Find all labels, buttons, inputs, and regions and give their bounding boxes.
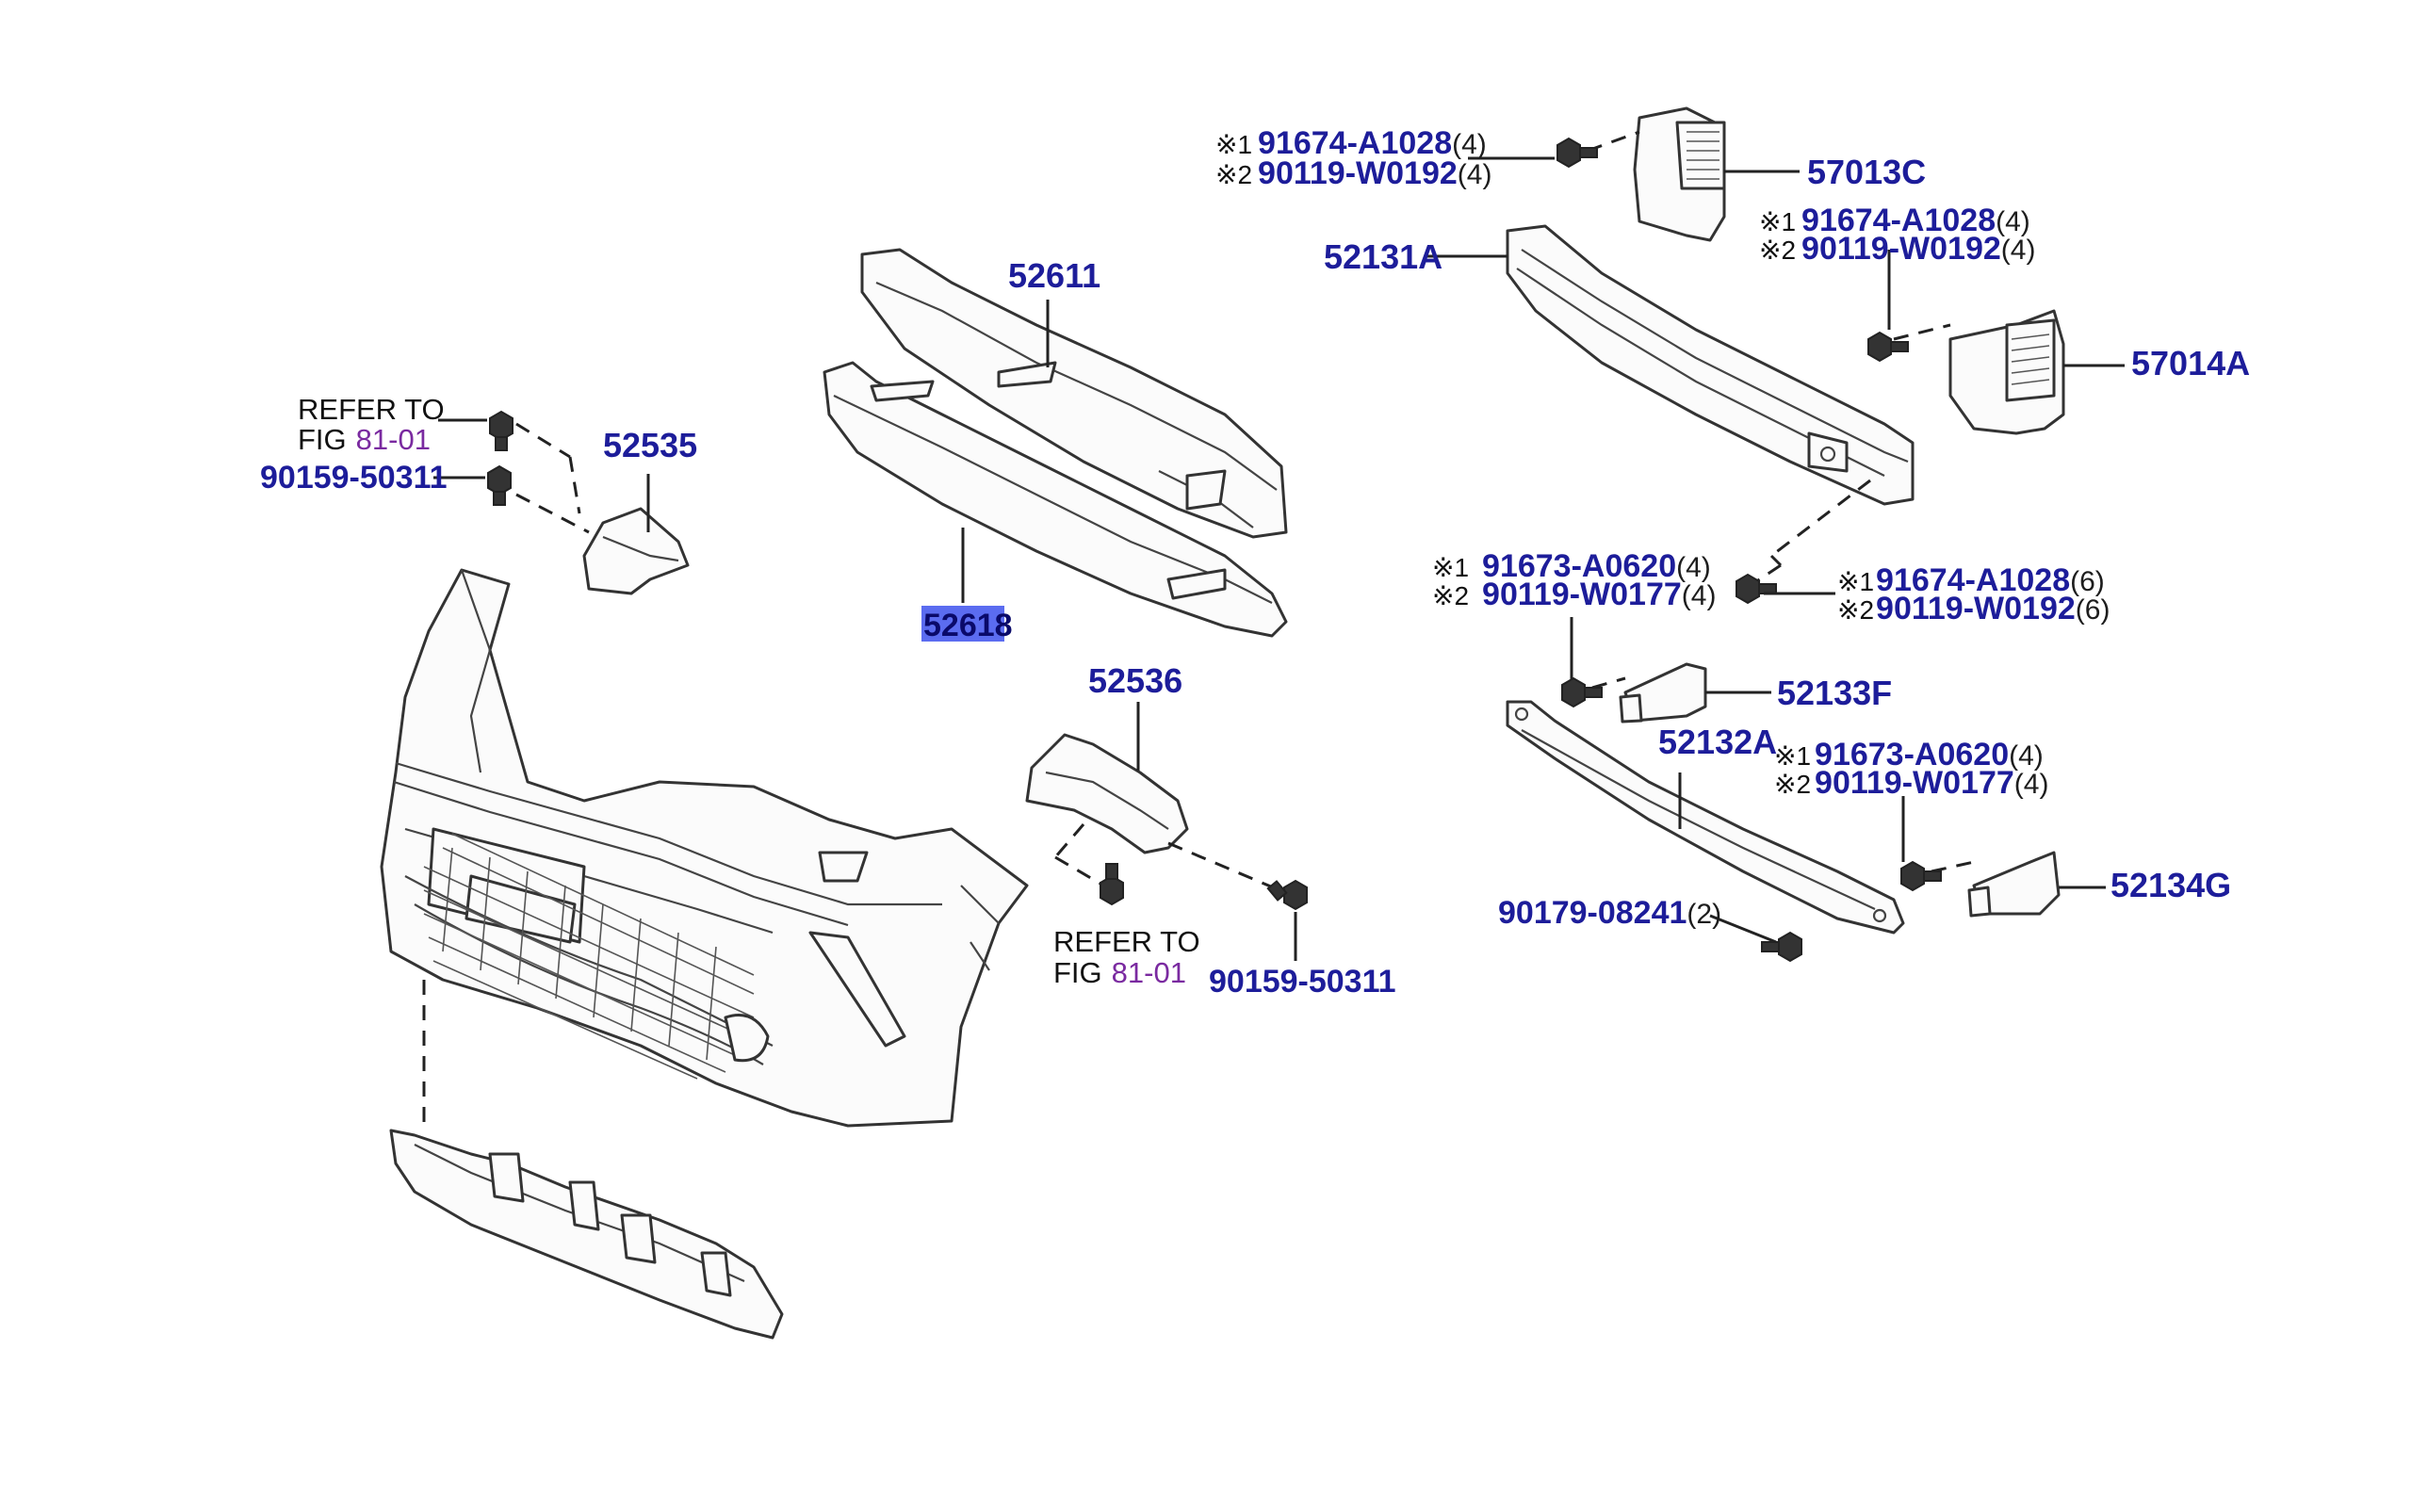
callout-qty: (4) (2001, 235, 2036, 266)
bolt-90179-qty: (2) (1687, 899, 1721, 930)
bolt-icon (1561, 676, 1603, 708)
bracket-52535-drawing (515, 422, 690, 595)
grille-mesh (423, 833, 755, 1080)
bracket-57014a-drawing (1893, 309, 2065, 435)
refer-mid-line1: REFER TO (1053, 925, 1200, 958)
part-label-52131a[interactable]: 52131A (1324, 237, 1442, 276)
callout-part[interactable]: 91674-A1028 (1801, 203, 1996, 238)
callout-qty: (4) (1996, 206, 2030, 237)
bracket-57013c-drawing (1587, 106, 1726, 242)
callout-part[interactable]: 91674-A1028 (1258, 125, 1452, 161)
callout-52133f-row2: ※2 90119-W0177(4) (1432, 577, 1716, 612)
callout-mark: ※1 (1759, 207, 1796, 236)
callout-52131a-row2: ※290119-W0192(6) (1837, 591, 2110, 626)
callout-part[interactable]: 90119-W0177 (1815, 765, 2014, 801)
callout-part[interactable]: 91674-A1028 (1876, 562, 2070, 598)
refer-mid-fig-word: FIG (1053, 956, 1102, 989)
refer-mid-fig: FIG 81-01 (1053, 956, 1186, 989)
callout-mark: ※1 (1215, 130, 1252, 159)
bolt-icon (1900, 860, 1942, 892)
part-label-52618-highlight (921, 606, 1004, 642)
absorber-52611-drawing (860, 248, 1288, 539)
callout-part[interactable]: 90119-W0192 (1258, 155, 1458, 191)
callout-part[interactable]: 90119-W0177 (1482, 577, 1682, 612)
callout-qty: (4) (1458, 159, 1492, 190)
part-label-52535[interactable]: 52535 (603, 426, 697, 464)
refer-mid-fig-num[interactable]: 81-01 (1112, 956, 1186, 989)
callout-qty: (4) (1452, 129, 1487, 160)
callout-qty: (6) (2076, 594, 2110, 626)
bolt-label-90159-mid[interactable]: 90159-50311 (1209, 964, 1396, 1000)
callout-qty: (4) (1682, 580, 1717, 611)
bolt-icon (1556, 137, 1598, 169)
part-label-52132a[interactable]: 52132A (1658, 723, 1777, 761)
reinforcement-52131a-drawing (1506, 224, 1915, 586)
bolt-icons (487, 137, 1942, 963)
refer-left-fig-word: FIG (298, 423, 347, 456)
callout-mark: ※1 (1774, 741, 1811, 771)
callout-52133f-row1: ※1 91673-A0620(4) (1432, 548, 1711, 584)
callout-part[interactable]: 91673-A0620 (1815, 737, 2009, 772)
refer-left-fig: FIG 81-01 (298, 423, 431, 456)
part-label-52134g[interactable]: 52134G (2110, 866, 2231, 904)
bracket-52133f-drawing (1591, 662, 1707, 723)
callout-part[interactable]: 90119-W0192 (1801, 231, 2001, 267)
bracket-52134g-drawing (1931, 851, 2061, 918)
callout-mark: ※2 (1774, 770, 1811, 799)
bolt-icon (487, 464, 512, 506)
bolt-icon (1761, 931, 1802, 963)
lower-absorber-drawing (389, 980, 784, 1340)
retainer-52618-drawing (823, 361, 1288, 638)
refer-left-fig-num[interactable]: 81-01 (356, 423, 431, 456)
leader-lines (433, 156, 2125, 961)
bolt-icon (1100, 863, 1124, 906)
callout-part[interactable]: 90119-W0192 (1876, 591, 2076, 626)
bolt-icon (489, 410, 513, 451)
bolt-label-90179: 90179-08241(2) (1498, 895, 1721, 931)
callout-52131a-row1: ※191674-A1028(6) (1837, 562, 2105, 598)
callout-mark: ※2 (1837, 595, 1874, 625)
lower-beam-52132a-drawing (1506, 700, 1905, 935)
callout-mark: ※1 (1837, 567, 1874, 596)
callout-qty: (4) (2014, 769, 2049, 800)
bolt-icon (1266, 879, 1308, 911)
bolt-label-90159-left[interactable]: 90159-50311 (260, 460, 448, 496)
bumper-cover-drawing (380, 568, 1029, 1128)
callout-mark: ※2 (1432, 581, 1469, 610)
part-label-52618[interactable]: 52618 (923, 608, 1013, 643)
bolt-icon (1867, 331, 1909, 363)
part-label-52133f[interactable]: 52133F (1777, 674, 1892, 712)
bracket-52536-drawing (1025, 733, 1292, 897)
callout-qty: (4) (1676, 552, 1711, 583)
bolt-icon (1736, 573, 1777, 605)
refer-left-line1: REFER TO (298, 393, 445, 426)
callout-qty: (4) (2009, 740, 2044, 772)
callout-mark: ※1 (1432, 553, 1469, 582)
bolt-90179-part[interactable]: 90179-08241 (1498, 895, 1687, 931)
part-label-52611[interactable]: 52611 (1008, 256, 1100, 295)
callout-part[interactable]: 91673-A0620 (1482, 548, 1676, 584)
callout-qty: (6) (2070, 566, 2105, 597)
part-label-57013c[interactable]: 57013C (1807, 153, 1926, 191)
callout-mark: ※2 (1759, 236, 1796, 265)
callout-mark: ※2 (1215, 160, 1252, 189)
part-label-52536[interactable]: 52536 (1088, 661, 1182, 700)
part-label-57014a[interactable]: 57014A (2131, 344, 2250, 382)
part-labels: 52611 52618 52535 52536 52131A 57013C 57… (260, 125, 2250, 1000)
